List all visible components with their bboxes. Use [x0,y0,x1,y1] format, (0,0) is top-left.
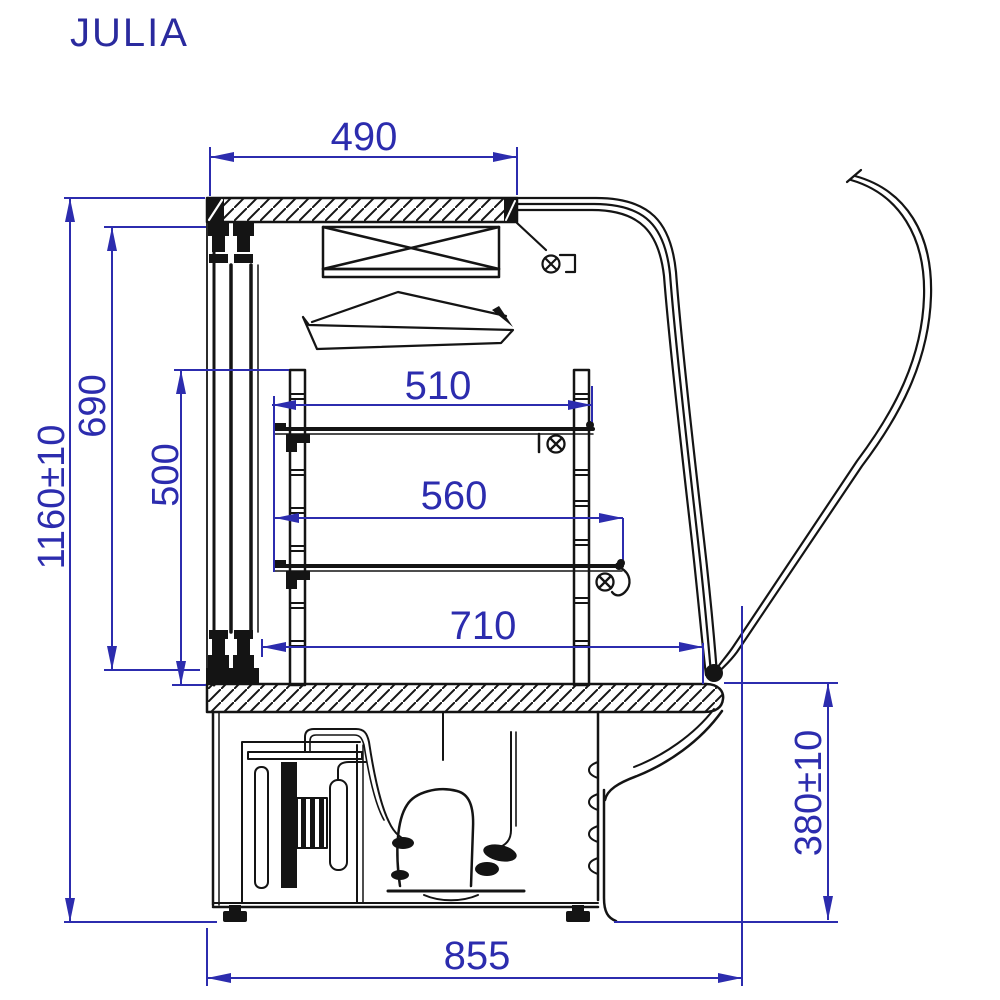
lamp-icon [546,434,566,454]
dim-label-855: 855 [444,934,511,978]
structure-layer [205,168,933,923]
drip-tray [301,290,515,351]
compressor [386,731,526,902]
condenser [281,762,297,888]
shelf-post-left [288,368,307,687]
dimension-layer [64,147,838,986]
shelf-upper [273,421,595,454]
dim-label-1160: 1160±10 [31,425,73,570]
dim-label-690: 690 [72,374,114,437]
base-cabinet [211,708,724,923]
dimension-labels: 490 510 560 710 855 1160±10 690 500 380±… [31,115,830,978]
dim-label-710: 710 [450,604,517,648]
dimension-arrows [65,152,833,983]
shelf-post-right [572,368,591,687]
lamp-icon [595,572,615,592]
dim-label-560: 560 [421,474,488,518]
evaporator-box [321,225,501,279]
flap-hinge [705,664,723,682]
foot-left [223,905,247,922]
dim-label-490: 490 [331,115,398,159]
dim-label-380: 380±10 [788,730,830,857]
canopy-panel [205,196,519,224]
machine-compartment [241,711,526,904]
dim-label-500: 500 [145,443,187,506]
receiver-drier [329,779,348,871]
canopy-lamp [515,221,577,274]
shelf-lower [273,560,631,597]
front-glass [515,196,719,677]
fan-motor [296,797,328,849]
counter-deck [205,682,725,714]
open-glass-flap [713,168,933,676]
lamp-icon [541,254,561,274]
rear-sliding-doors [206,220,259,687]
page-title: JULIA [70,11,189,55]
foot-right [566,905,590,922]
dim-label-510: 510 [405,364,472,408]
